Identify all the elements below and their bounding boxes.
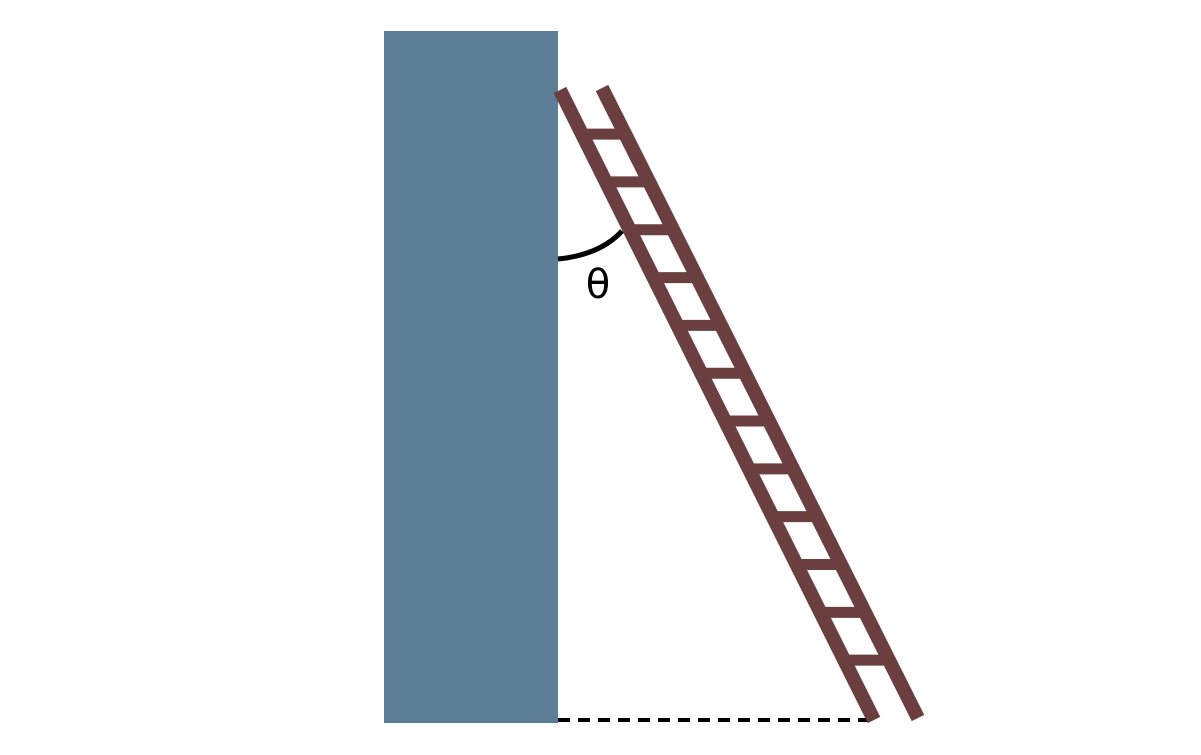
wall bbox=[384, 31, 558, 723]
ladder bbox=[553, 84, 925, 724]
ladder-right-rail bbox=[595, 84, 925, 722]
ladder-rungs bbox=[581, 128, 888, 666]
angle-label: θ bbox=[586, 262, 610, 308]
angle-arc bbox=[557, 229, 624, 262]
